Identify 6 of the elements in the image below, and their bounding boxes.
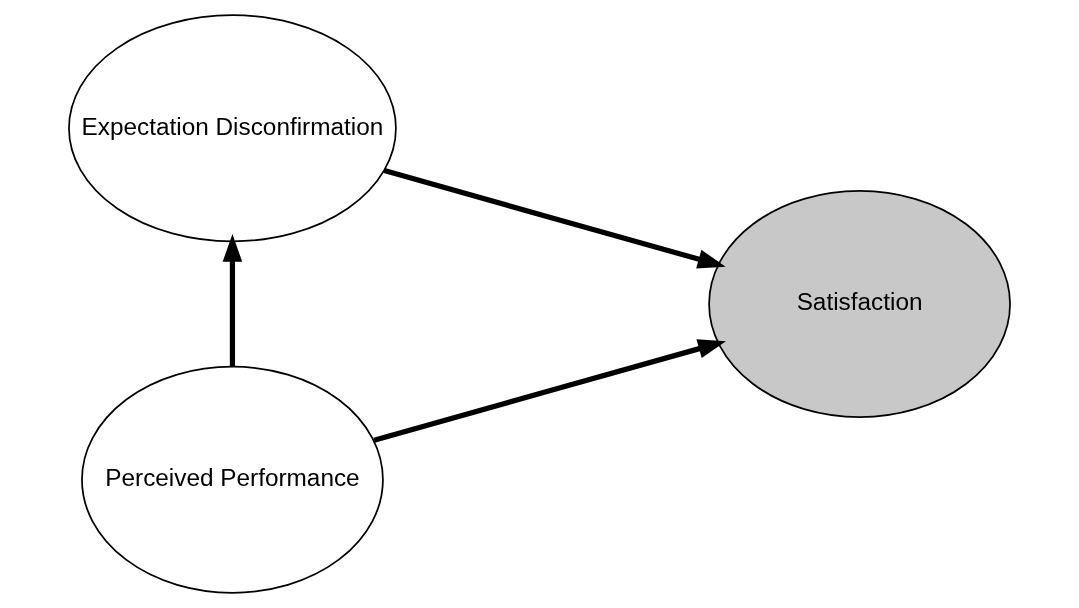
node-ellipse: Expectation Disconfirmation — [68, 14, 397, 243]
arrow — [383, 168, 726, 269]
arrow — [222, 233, 243, 367]
arrow — [373, 339, 726, 443]
node-ellipse: Perceived Performance — [81, 365, 384, 594]
node-ellipse: Satisfaction — [708, 190, 1011, 418]
